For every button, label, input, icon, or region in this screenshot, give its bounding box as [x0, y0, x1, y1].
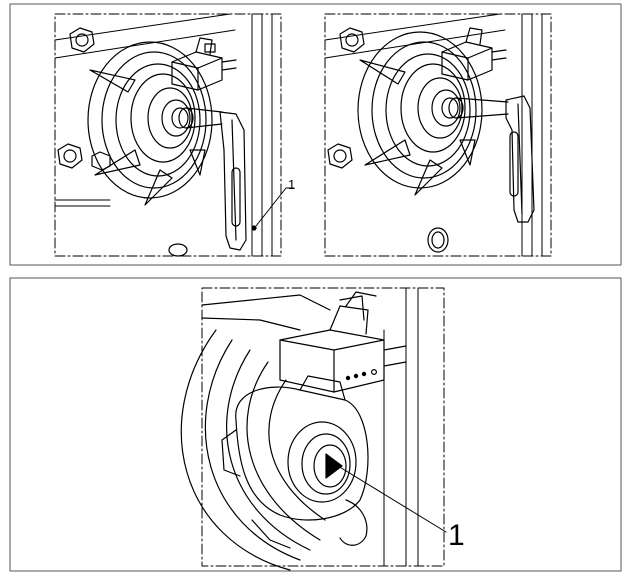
hex-nut-upper [69, 27, 95, 53]
hub-assembly [221, 375, 369, 521]
micro-switch [171, 37, 237, 91]
callout-number: 1 [288, 177, 295, 192]
shaft [178, 107, 223, 129]
lever-handle-rotated [505, 95, 535, 223]
bracket [201, 294, 365, 331]
right-view-handle-rotated [324, 13, 552, 257]
rotor-housing [87, 41, 213, 199]
lever-handle [219, 111, 257, 251]
micro-switch-right [441, 27, 507, 81]
mounting-plate [54, 13, 273, 257]
hex-nut-lower-right [327, 143, 353, 169]
mounting-plate-right [324, 13, 543, 257]
callout-leader-line-detail [337, 465, 447, 533]
rotor-housing-detail [180, 329, 326, 571]
detail-view-shaft-indicator: 1 [180, 287, 465, 571]
left-view-boundary [54, 13, 282, 257]
callout-number-detail: 1 [448, 519, 465, 552]
callout-leader-line [255, 187, 295, 227]
impeller-blades-right [359, 59, 476, 196]
detail-view-boundary [201, 287, 445, 567]
hex-nut-lower [57, 143, 83, 169]
shaft-position-indicator [325, 453, 343, 479]
hex-nut-upper-right [339, 27, 365, 53]
top-panel-frame [9, 3, 622, 266]
mounting-hole-inner [431, 231, 445, 249]
impeller-blades [89, 69, 206, 206]
mounting-rails [383, 287, 419, 567]
right-view-boundary [324, 13, 552, 257]
mounting-hole [168, 243, 188, 257]
lower-hardware [251, 499, 368, 549]
left-view-handle-vertical: 1 [54, 13, 295, 257]
micro-switch-detail [279, 291, 407, 393]
bottom-panel-frame [9, 277, 622, 572]
mounting-hole-right [427, 227, 449, 253]
shaft-right [448, 97, 509, 119]
